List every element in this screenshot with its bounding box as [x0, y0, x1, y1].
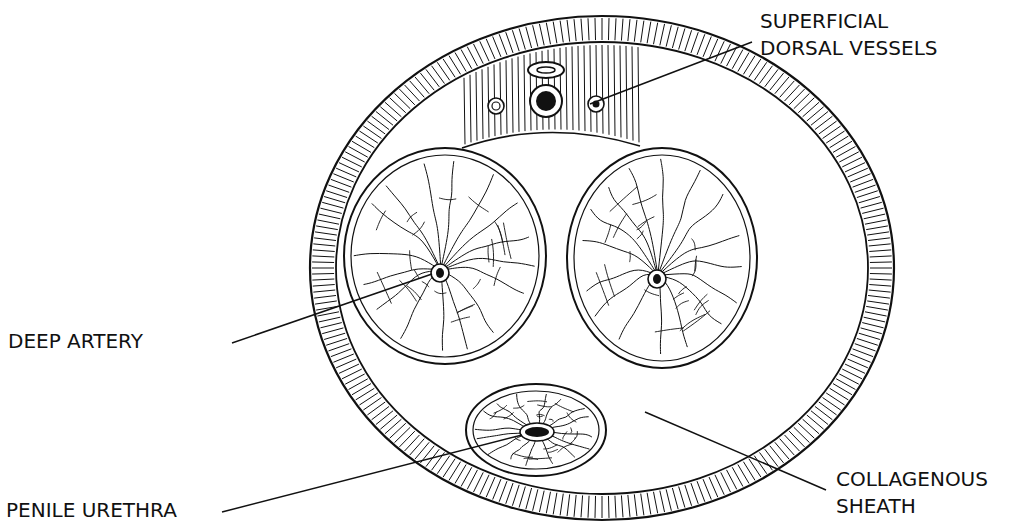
- part-label: DEEP ARTERY: [8, 328, 208, 355]
- outer-outline: [310, 16, 894, 520]
- inner-outline: [336, 42, 868, 494]
- corpus: [466, 384, 606, 476]
- outer-ring-hatching: [312, 18, 892, 518]
- dorsal-vessels: [488, 62, 604, 117]
- corpus: [567, 148, 757, 368]
- part-label: COLLAGENOUS SHEATH: [836, 466, 1014, 520]
- corpora: [344, 148, 757, 476]
- part-label: SUPERFICIAL DORSAL VESSELS: [760, 8, 970, 62]
- corpus: [344, 148, 546, 364]
- leader-lines: [222, 42, 826, 512]
- dorsal-region-border: [462, 132, 640, 148]
- part-label: PENILE URETHRA: [6, 497, 218, 524]
